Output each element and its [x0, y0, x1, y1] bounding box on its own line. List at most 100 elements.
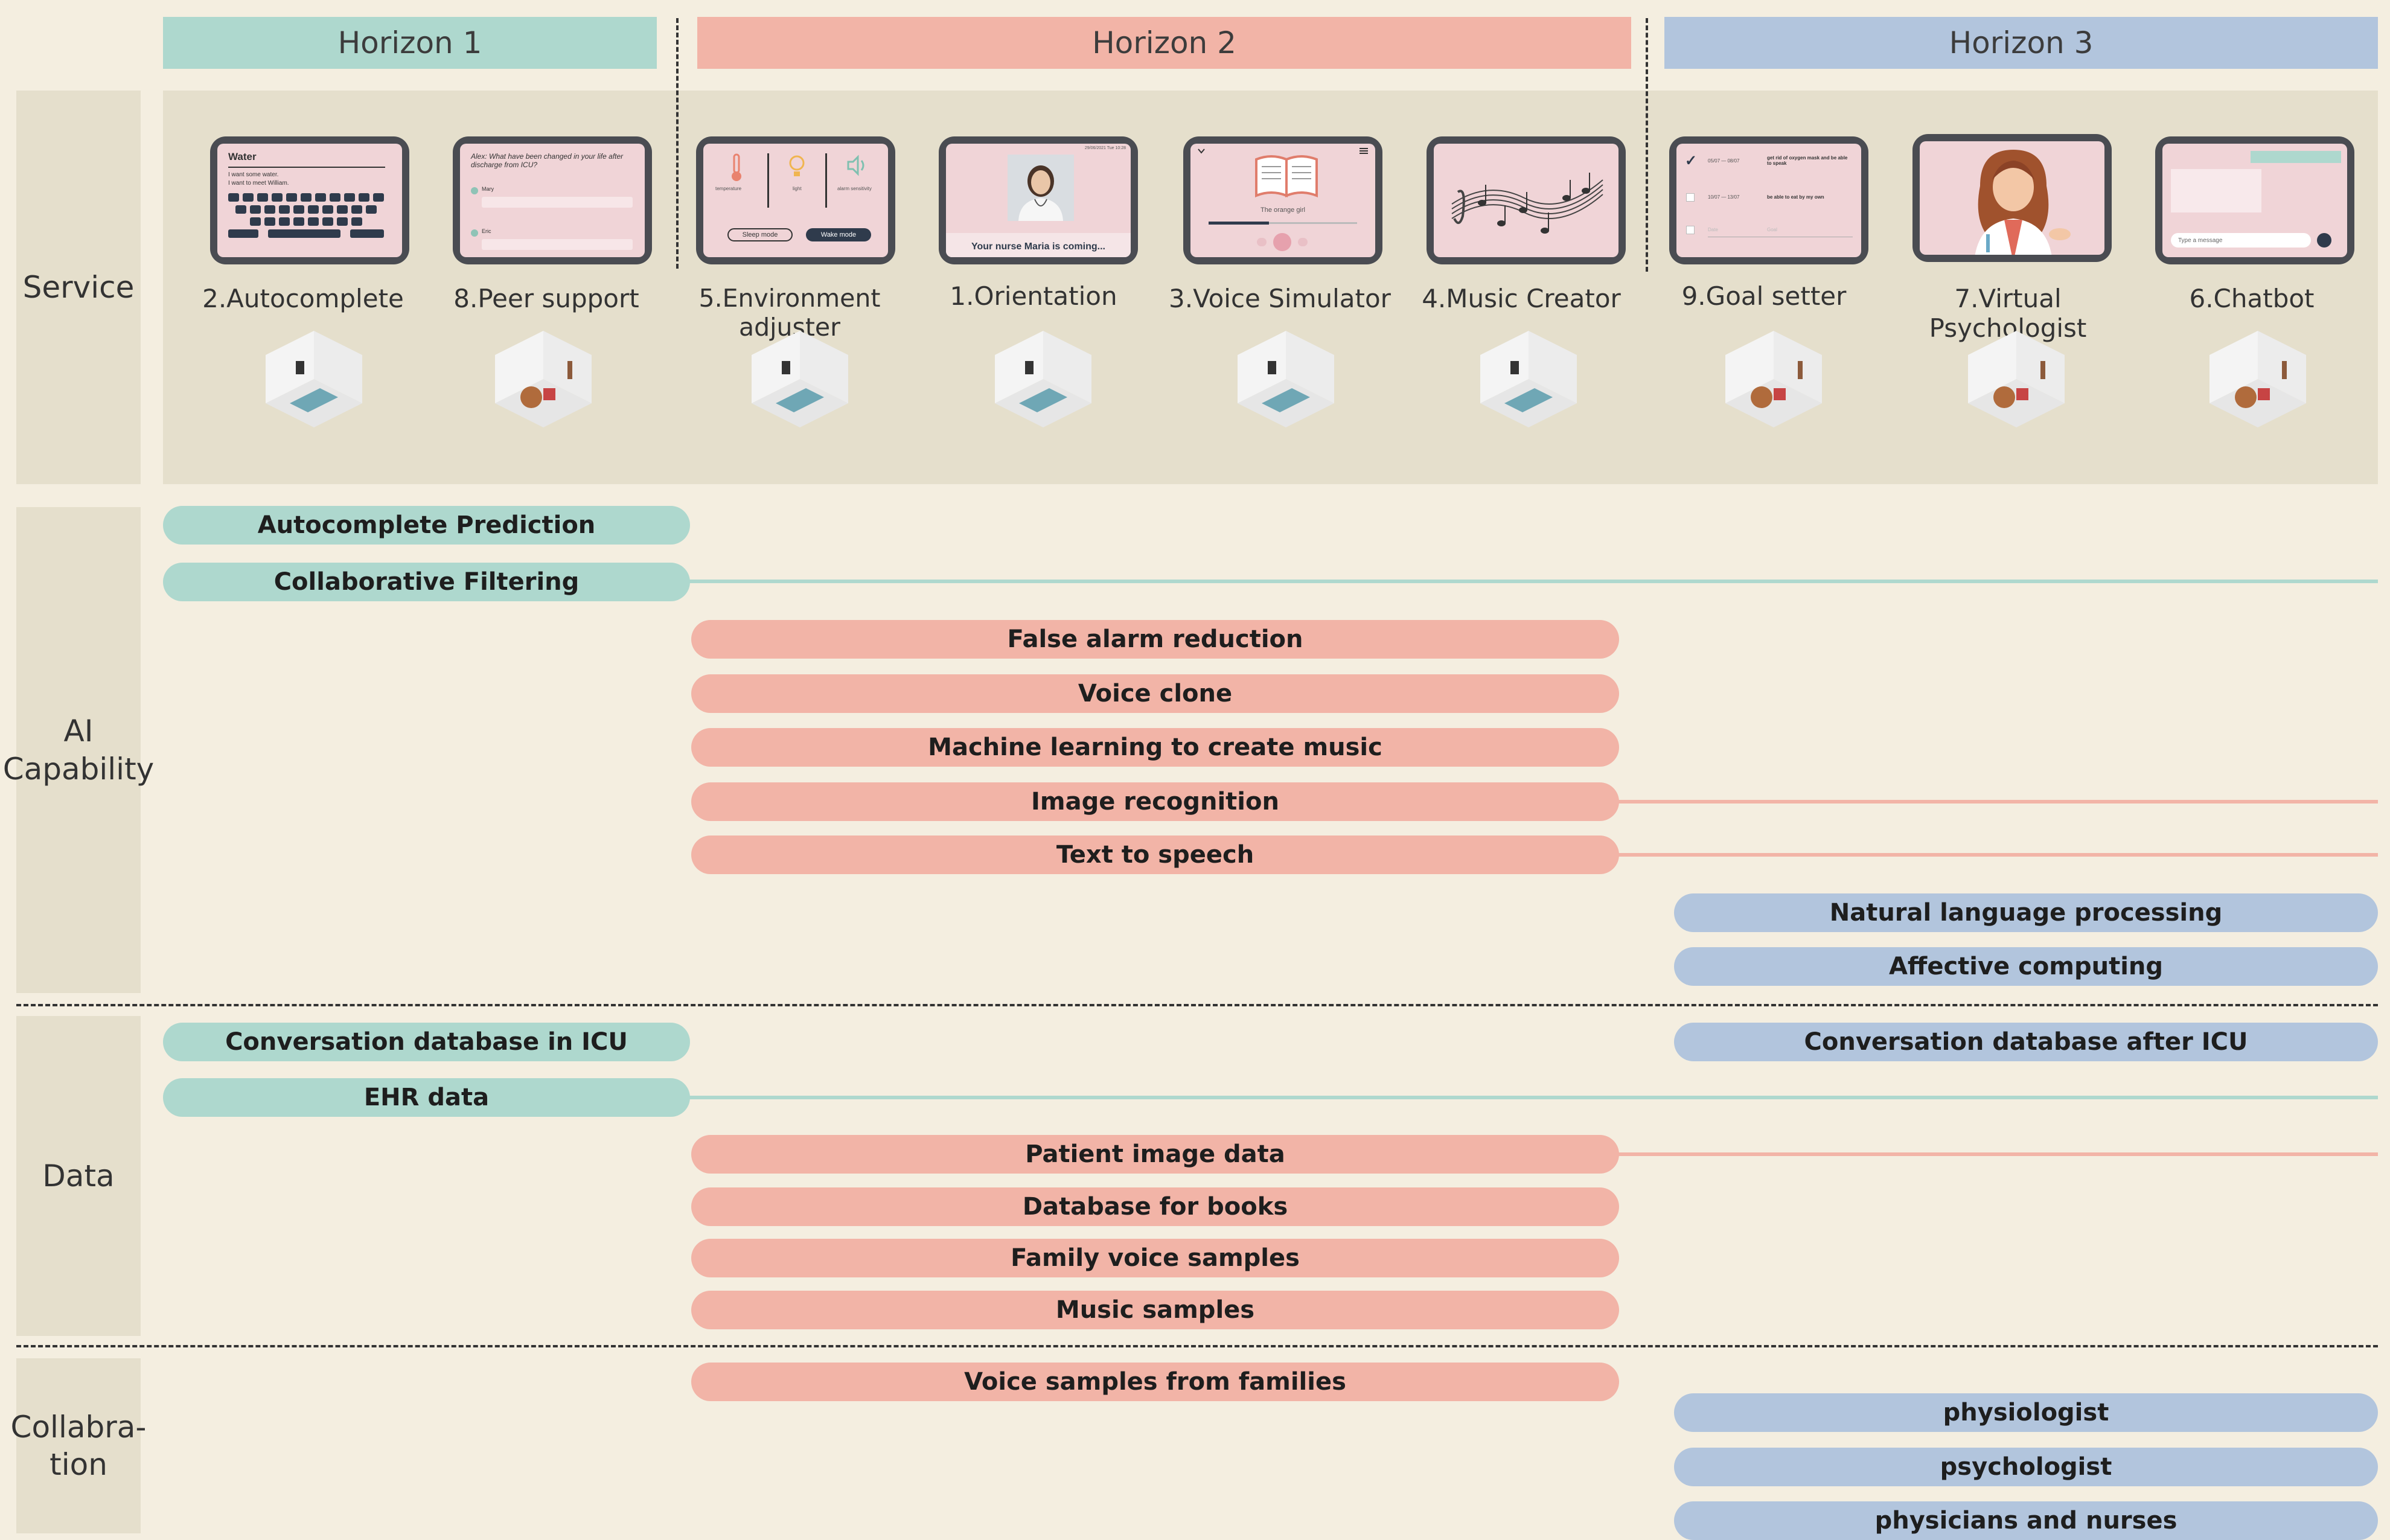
data-conversation-after-icu: Conversation database after ICU	[1674, 1023, 2378, 1061]
collab-physicians-nurses: physicians and nurses	[1674, 1501, 2378, 1540]
horizon-1-header: Horizon 1	[163, 17, 657, 69]
data-family-voice-samples: Family voice samples	[691, 1239, 1619, 1277]
env-temp-label: temperature	[715, 186, 742, 191]
rewind-icon	[1257, 238, 1267, 246]
orientation-date: 29/06/2021 Tue 10:28	[1084, 146, 1126, 150]
service-label-peer-support: 8.Peer support	[453, 284, 639, 313]
autocomplete-word: Water	[228, 151, 257, 162]
row-label-ai-capability: AI Capability	[3, 507, 154, 993]
row-label-service-text: Service	[22, 269, 135, 305]
goal-date-1: 05/07 — 08/07	[1708, 158, 1740, 164]
divider	[228, 167, 385, 168]
service-label-environment-adjuster: 5.Environment adjuster	[698, 284, 881, 342]
icu-room-icon	[752, 331, 848, 427]
horizon-3-header: Horizon 3	[1664, 17, 2378, 69]
checkbox-icon	[1686, 193, 1695, 202]
peer-user-2: Eric	[482, 228, 491, 234]
suggestion-1: I want some water.	[228, 171, 279, 178]
keyboard-screen-icon: Water I want some water. I want to meet …	[210, 136, 409, 264]
ai-collaborative-filtering-line	[688, 580, 2378, 583]
menu-icon	[1360, 148, 1368, 154]
goal-text-1: get rid of oxygen mask and be able to sp…	[1767, 155, 1848, 166]
thermometer-icon	[732, 153, 741, 181]
horizon-divider-2	[1646, 18, 1648, 272]
ai-natural-language-processing: Natural language processing	[1674, 893, 2378, 932]
keyboard-keys-icon	[228, 193, 384, 238]
data-books-database: Database for books	[691, 1187, 1619, 1226]
service-label-orientation: 1.Orientation	[950, 281, 1117, 311]
living-room-icon	[495, 331, 592, 427]
data-conversation-icu: Conversation database in ICU	[163, 1023, 690, 1061]
sleep-mode-button: Sleep mode	[727, 228, 793, 241]
peer-question: Alex: What have been changed in your lif…	[471, 152, 624, 170]
row-label-service: Service	[16, 91, 141, 484]
ai-text-to-speech: Text to speech	[691, 835, 1619, 874]
row-label-collab-text-2: tion	[50, 1447, 107, 1482]
goal-date-3: Date	[1708, 227, 1718, 232]
forward-icon	[1298, 238, 1308, 246]
microphone-icon	[2317, 233, 2331, 248]
chatbot-screen-icon: Type a message	[2155, 136, 2354, 264]
bot-message-bubble	[2251, 151, 2341, 163]
divider	[825, 153, 827, 208]
user-message-bubble	[2171, 169, 2261, 212]
checkmark-icon: ✓	[1685, 153, 1698, 169]
service-label-chatbot: 6.Chatbot	[2189, 284, 2315, 313]
ai-autocomplete-prediction: Autocomplete Prediction	[163, 506, 690, 545]
suggestion-2: I want to meet William.	[228, 180, 289, 187]
horizon-divider-1	[676, 18, 679, 269]
psychologist-avatar-icon	[1975, 150, 2071, 255]
ai-false-alarm-reduction: False alarm reduction	[691, 620, 1619, 659]
data-music-samples: Music samples	[691, 1291, 1619, 1329]
voice-book-title: The orange girl	[1261, 206, 1305, 214]
data-patient-image: Patient image data	[691, 1135, 1619, 1174]
icu-room-icon	[1480, 331, 1577, 427]
avatar	[471, 229, 478, 237]
section-divider-data-collab	[16, 1345, 2378, 1347]
section-divider-ai-data	[16, 1004, 2378, 1006]
living-room-icon	[1725, 331, 1822, 427]
divider	[767, 153, 769, 208]
wake-mode-button: Wake mode	[806, 228, 871, 241]
collab-physiologist: physiologist	[1674, 1393, 2378, 1432]
service-label-goal-setter: 9.Goal setter	[1681, 281, 1847, 311]
row-label-collab-text-1: Collabra-	[10, 1409, 147, 1445]
music-notes-icon	[1451, 173, 1603, 234]
speaker-icon	[847, 155, 864, 176]
goal-date-2: 10/07 — 13/07	[1708, 194, 1740, 200]
data-patient-image-line	[1618, 1152, 2378, 1156]
icu-room-icon	[995, 331, 1091, 427]
ai-voice-clone: Voice clone	[691, 674, 1619, 713]
progress-fill	[1209, 222, 1269, 225]
data-ehr-line	[688, 1096, 2378, 1099]
peer-user-1: Mary	[482, 186, 494, 192]
chevron-down-icon	[1198, 149, 1205, 154]
service-label-voice-simulator: 3.Voice Simulator	[1169, 284, 1391, 313]
ai-affective-computing: Affective computing	[1674, 947, 2378, 986]
collab-voice-samples-families: Voice samples from families	[691, 1363, 1619, 1401]
music-notes-screen-icon	[1427, 136, 1626, 264]
avatar	[471, 187, 478, 194]
horizon-2-header: Horizon 2	[697, 17, 1631, 69]
env-alarm-label: alarm sensitivity	[837, 186, 872, 191]
ai-image-recognition-line	[1618, 800, 2378, 804]
caption-bar	[946, 233, 1131, 257]
icu-room-icon	[266, 331, 362, 427]
row-label-data: Data	[16, 1016, 141, 1336]
data-ehr: EHR data	[163, 1078, 690, 1117]
icu-room-icon	[1238, 331, 1334, 427]
progress-track	[1209, 222, 1357, 224]
nurse-video-screen-icon: 29/06/2021 Tue 10:28 Your nurse Maria is…	[939, 136, 1138, 264]
book-icon	[1255, 155, 1318, 197]
goal-text-3: Goal	[1767, 227, 1777, 232]
peer-chat-screen-icon: Alex: What have been changed in your lif…	[453, 136, 652, 264]
ai-collaborative-filtering: Collaborative Filtering	[163, 563, 690, 601]
message-box	[482, 197, 633, 208]
ai-image-recognition: Image recognition	[691, 782, 1619, 821]
env-light-label: light	[793, 186, 802, 191]
row-label-data-text: Data	[42, 1158, 115, 1193]
ai-machine-learning-music: Machine learning to create music	[691, 728, 1619, 767]
goal-text-2: be able to eat by my own	[1767, 194, 1824, 200]
checkbox-icon	[1686, 226, 1695, 234]
living-room-icon	[1968, 331, 2065, 427]
